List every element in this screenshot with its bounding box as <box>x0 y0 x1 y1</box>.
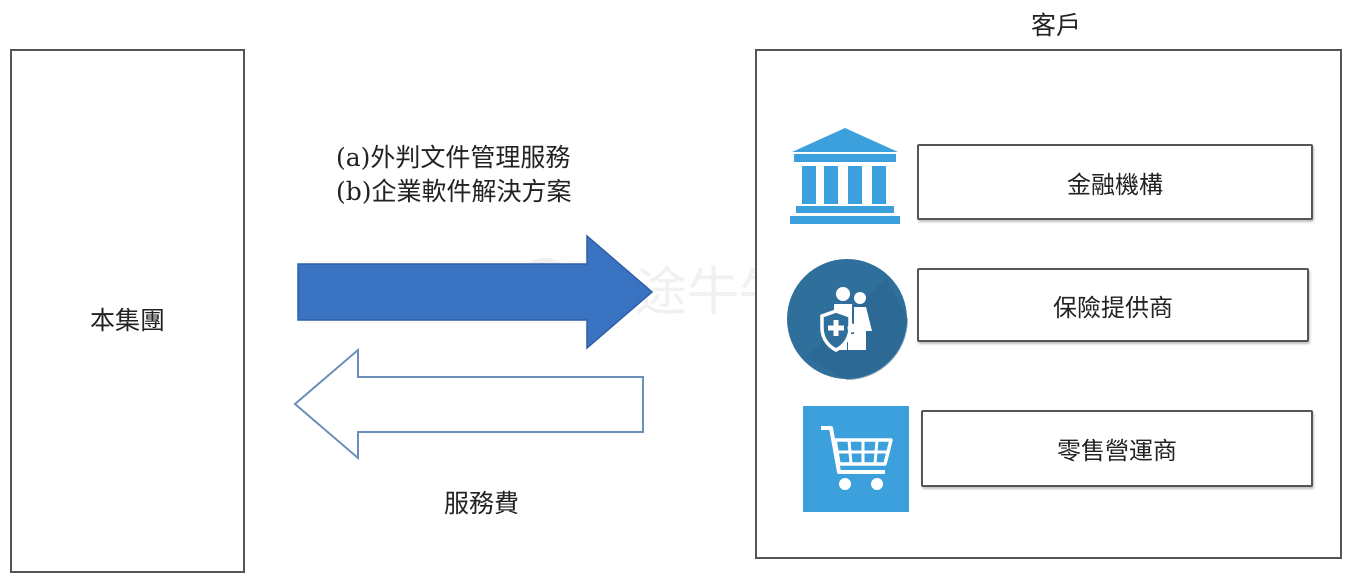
service-label-a: (a)外判文件管理服務 <box>336 143 571 172</box>
group-label: 本集團 <box>89 306 165 335</box>
bank-icon <box>790 128 900 224</box>
service-arrow <box>297 234 654 350</box>
customer-item-retail-operators: 零售營運商 <box>921 410 1313 487</box>
fee-label: 服務費 <box>444 489 520 518</box>
customer-title: 客戶 <box>1030 11 1081 40</box>
customer-item-insurance-providers: 保險提供商 <box>917 268 1309 342</box>
fee-arrow <box>293 347 644 461</box>
customer-item-label: 零售營運商 <box>1057 437 1177 465</box>
insurance-family-shield-icon <box>787 259 908 380</box>
service-label-b: (b)企業軟件解決方案 <box>336 177 572 206</box>
group-box: 本集團 <box>10 49 245 573</box>
customer-item-financial-institutions: 金融機構 <box>917 144 1313 220</box>
customer-item-label: 保險提供商 <box>1053 293 1173 322</box>
customer-item-label: 金融機構 <box>1067 170 1163 199</box>
shopping-cart-icon <box>803 406 909 512</box>
